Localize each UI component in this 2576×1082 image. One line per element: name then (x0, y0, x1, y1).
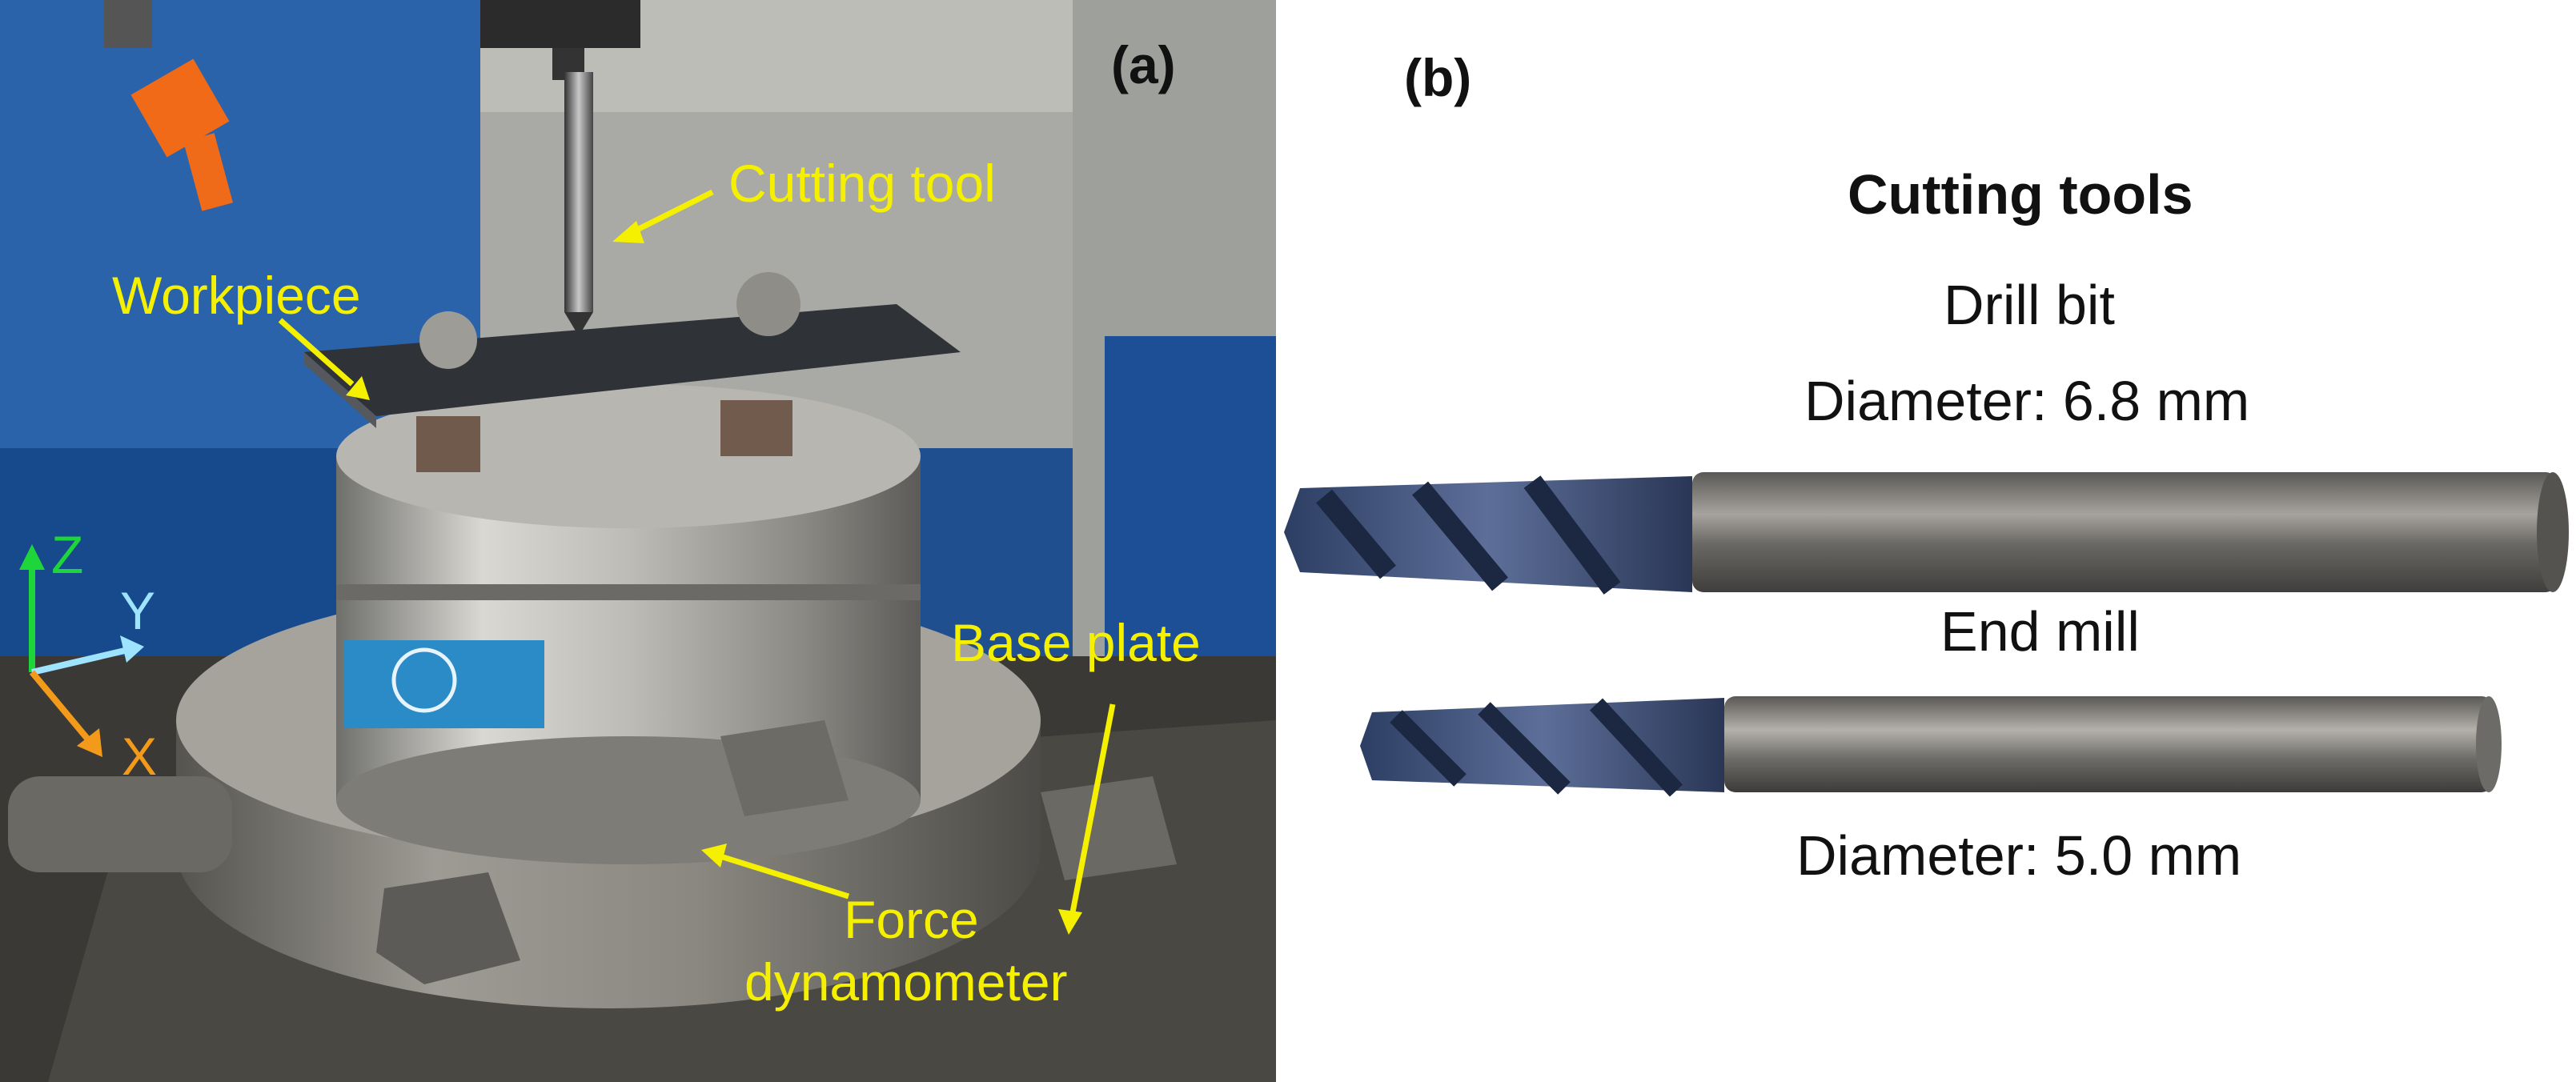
cutting-tools-panel-b: (b) Cutting tools Drill bit Diameter: 6.… (1276, 0, 2576, 1082)
force-label: Force (844, 890, 979, 949)
panel-b-tag: (b) (1404, 48, 1472, 107)
end-mill-diameter-label: Diameter: 5.0 mm (1796, 824, 2242, 887)
end-mill-label: End mill (1940, 600, 2140, 663)
drill-bit-label: Drill bit (1944, 274, 2115, 336)
machining-setup-photo (0, 0, 1276, 1082)
cutting-tools-title: Cutting tools (1848, 163, 2193, 226)
cutting-tool-label: Cutting tool (728, 154, 996, 213)
photo-panel-a: (a) Cutting tool Workpiece Base plate Fo… (0, 0, 1276, 1082)
base-plate-label: Base plate (951, 613, 1201, 672)
y-axis-label: Y (120, 581, 156, 640)
x-axis-label: X (122, 727, 158, 786)
panel-a-tag: (a) (1111, 35, 1176, 94)
z-axis-label: Z (51, 525, 84, 584)
workpiece-label: Workpiece (112, 266, 361, 325)
drill-diameter-label: Diameter: 6.8 mm (1804, 370, 2250, 432)
drill-bit-photo (1284, 472, 2569, 595)
end-mill-photo (1360, 696, 2502, 797)
dynamometer-label: dynamometer (744, 952, 1068, 1012)
